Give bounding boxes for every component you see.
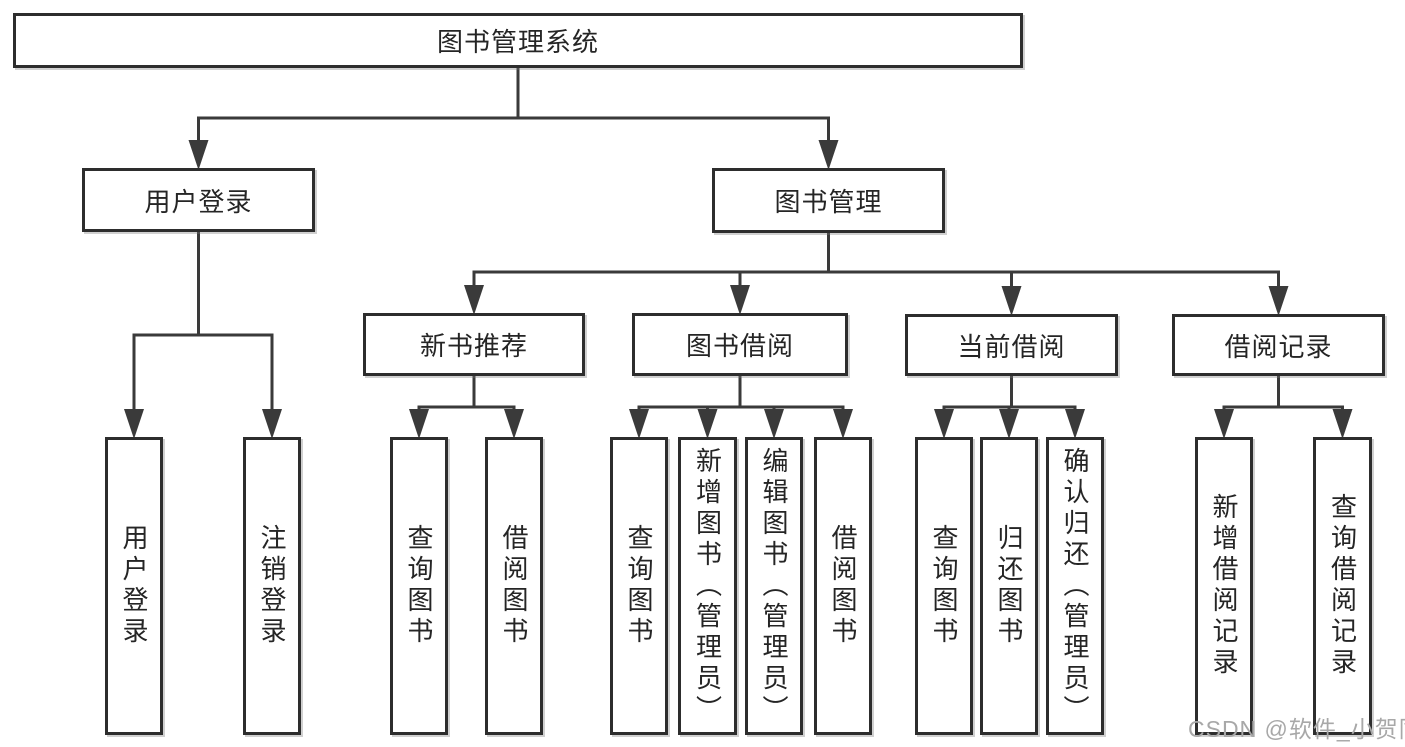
- node-label-user-login-group: 用户登录: [144, 186, 253, 217]
- node-label-book-borrow: 图书借阅: [685, 331, 794, 361]
- arrowhead-icon: [833, 409, 853, 439]
- arrowhead-icon: [504, 409, 524, 439]
- node-label-new-book-rec: 新书推荐: [419, 331, 528, 361]
- node-user-login-group: 用户登录: [82, 168, 315, 232]
- node-label-root: 图书管理系统: [436, 27, 599, 57]
- arrowhead-icon: [629, 409, 649, 439]
- node-leaf-br-add: 新增借阅记录: [1195, 437, 1253, 735]
- node-leaf-cb-return: 归还图书: [980, 437, 1038, 735]
- node-leaf-bb-edit: 编辑图书（管理员）: [745, 437, 803, 735]
- node-label-leaf-br-query: 查询借阅记录: [1327, 493, 1358, 679]
- node-label-leaf-bb-query: 查询图书: [624, 524, 654, 648]
- node-label-leaf-bb-edit: 编辑图书（管理员）: [759, 446, 789, 726]
- arrowhead-icon: [464, 285, 484, 315]
- node-label-leaf-bb-add: 新增图书（管理员）: [692, 446, 723, 726]
- node-leaf-bb-add: 新增图书（管理员）: [678, 437, 737, 735]
- arrowhead-icon: [764, 409, 784, 439]
- arrowhead-icon: [188, 140, 209, 170]
- node-book-mgmt: 图书管理: [712, 168, 945, 233]
- node-label-leaf-bb-borrow: 借阅图书: [828, 524, 858, 648]
- node-leaf-cb-confirm: 确认归还（管理员）: [1046, 437, 1104, 735]
- node-leaf-nb-borrow: 借阅图书: [485, 437, 543, 735]
- arrowhead-icon: [730, 285, 750, 315]
- arrowhead-icon: [262, 409, 282, 439]
- node-leaf-bb-borrow: 借阅图书: [814, 437, 872, 735]
- node-current-borrow: 当前借阅: [905, 314, 1118, 376]
- node-label-leaf-cb-confirm: 确认归还（管理员）: [1060, 446, 1090, 726]
- arrowhead-icon: [1065, 409, 1085, 439]
- arrowhead-icon: [409, 409, 429, 439]
- node-leaf-cb-query: 查询图书: [915, 437, 973, 735]
- node-label-leaf-logout: 注销登录: [257, 524, 287, 648]
- node-label-leaf-nb-borrow: 借阅图书: [499, 524, 529, 648]
- node-leaf-bb-query: 查询图书: [610, 437, 668, 735]
- node-label-current-borrow: 当前借阅: [957, 331, 1066, 362]
- node-leaf-user-login: 用户登录: [105, 437, 163, 735]
- arrowhead-icon: [1268, 286, 1289, 316]
- node-label-leaf-cb-return: 归还图书: [994, 524, 1024, 648]
- node-leaf-nb-query: 查询图书: [390, 437, 448, 735]
- arrowhead-icon: [697, 409, 718, 439]
- arrowhead-icon: [934, 409, 954, 439]
- arrowhead-icon: [1332, 409, 1353, 439]
- node-root: 图书管理系统: [13, 13, 1023, 68]
- node-book-borrow: 图书借阅: [632, 313, 848, 376]
- arrowhead-icon: [999, 409, 1019, 439]
- node-label-leaf-user-login: 用户登录: [119, 524, 149, 648]
- node-label-book-mgmt: 图书管理: [774, 187, 883, 217]
- node-label-leaf-cb-query: 查询图书: [929, 524, 959, 648]
- node-label-borrow-records: 借阅记录: [1224, 331, 1333, 362]
- arrowhead-icon: [124, 409, 144, 439]
- node-leaf-logout: 注销登录: [243, 437, 301, 735]
- node-label-leaf-br-add: 新增借阅记录: [1209, 493, 1239, 679]
- node-new-book-rec: 新书推荐: [363, 313, 585, 376]
- node-leaf-br-query: 查询借阅记录: [1313, 437, 1372, 735]
- node-label-leaf-nb-query: 查询图书: [404, 524, 434, 648]
- arrowhead-icon: [1214, 409, 1234, 439]
- node-borrow-records: 借阅记录: [1172, 314, 1385, 376]
- arrowhead-icon: [818, 140, 839, 170]
- arrowhead-icon: [1001, 286, 1022, 316]
